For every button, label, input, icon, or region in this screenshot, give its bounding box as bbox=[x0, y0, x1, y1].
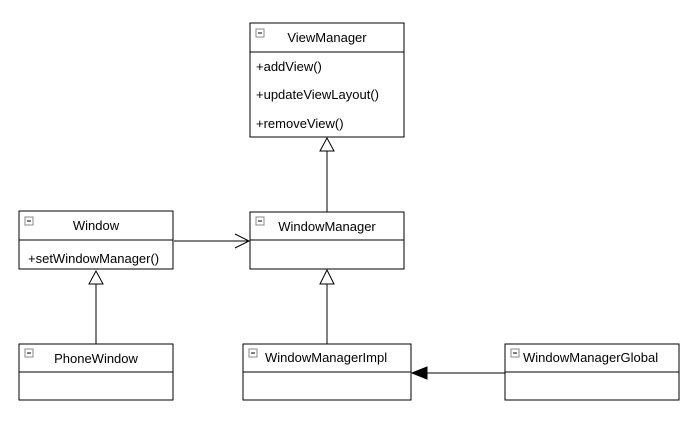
collapse-icon[interactable] bbox=[24, 216, 34, 226]
relation-windowmanagerglobal-windowmanagerimpl bbox=[410, 366, 505, 380]
class-phonewindow[interactable]: PhoneWindow bbox=[18, 343, 174, 401]
class-name: WindowManagerImpl bbox=[265, 350, 387, 365]
class-windowmanagerimpl[interactable]: WindowManagerImpl bbox=[242, 343, 412, 401]
class-name: WindowManager bbox=[278, 219, 376, 234]
class-name: PhoneWindow bbox=[54, 351, 138, 366]
class-name: Window bbox=[73, 218, 120, 233]
class-name: ViewManager bbox=[287, 30, 367, 45]
generalization-arrowhead bbox=[319, 268, 335, 285]
class-name: WindowManagerGlobal bbox=[523, 350, 658, 365]
generalization-arrowhead bbox=[88, 269, 104, 285]
relation-windowmanager-viewmanager bbox=[319, 136, 335, 212]
class-window[interactable]: Window +setWindowManager() bbox=[18, 210, 174, 270]
class-windowmanagerglobal[interactable]: WindowManagerGlobal bbox=[504, 343, 680, 401]
collapse-icon[interactable] bbox=[510, 348, 520, 358]
collapse-icon[interactable] bbox=[24, 348, 34, 358]
relation-windowmanagerimpl-windowmanager bbox=[319, 268, 335, 344]
relation-window-windowmanager bbox=[174, 233, 251, 249]
filled-arrowhead bbox=[410, 366, 428, 380]
collapse-icon[interactable] bbox=[255, 216, 265, 226]
open-arrowhead bbox=[234, 233, 251, 249]
relation-phonewindow-window bbox=[88, 269, 104, 344]
collapse-icon[interactable] bbox=[248, 348, 258, 358]
collapse-icon[interactable] bbox=[255, 28, 265, 38]
class-method: +addView() bbox=[256, 59, 322, 74]
generalization-arrowhead bbox=[319, 136, 335, 152]
class-method: +updateViewLayout() bbox=[256, 87, 379, 102]
class-windowmanager[interactable]: WindowManager bbox=[249, 211, 405, 270]
class-method: +setWindowManager() bbox=[28, 251, 159, 266]
class-viewmanager[interactable]: ViewManager +addView() +updateViewLayout… bbox=[249, 22, 405, 138]
class-method: +removeView() bbox=[256, 116, 344, 131]
